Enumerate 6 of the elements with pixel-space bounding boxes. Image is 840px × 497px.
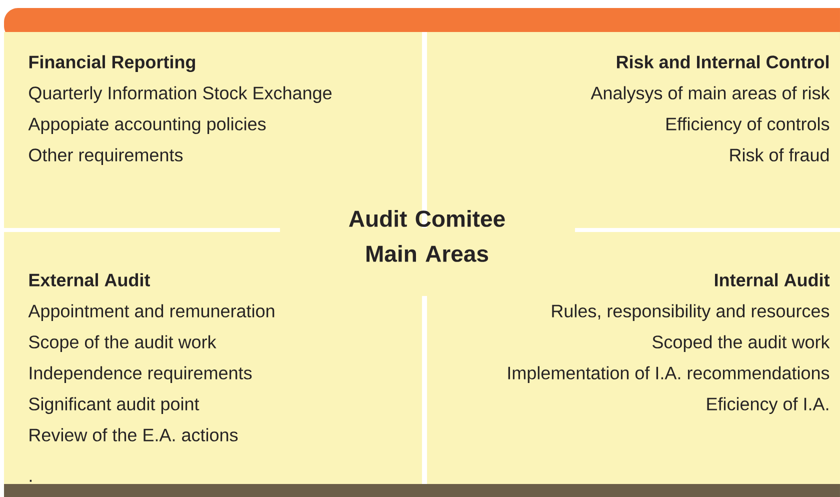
title: Audit Comitee Main Areas: [349, 210, 505, 262]
area-text: Internal Audit Rules, responsibility and resources Scoped the audit work Implementation of I.A. recommendations Eficiency of I.A.: [508, 273, 830, 414]
area-text: Risk and Internal Control Analysys of main areas of risk Efficiency of controls Risk of fraud: [590, 55, 830, 162]
area-text: External Audit Appointment and remuneration Scope of the audit work Independence requirements Significant audit point Review of the E.A. actions: [28, 273, 274, 442]
dot: .: [30, 480, 32, 482]
area-text: Financial Reporting Quarterly Information Stock Exchange Appopiate accounting policies Other requirements: [28, 55, 332, 165]
